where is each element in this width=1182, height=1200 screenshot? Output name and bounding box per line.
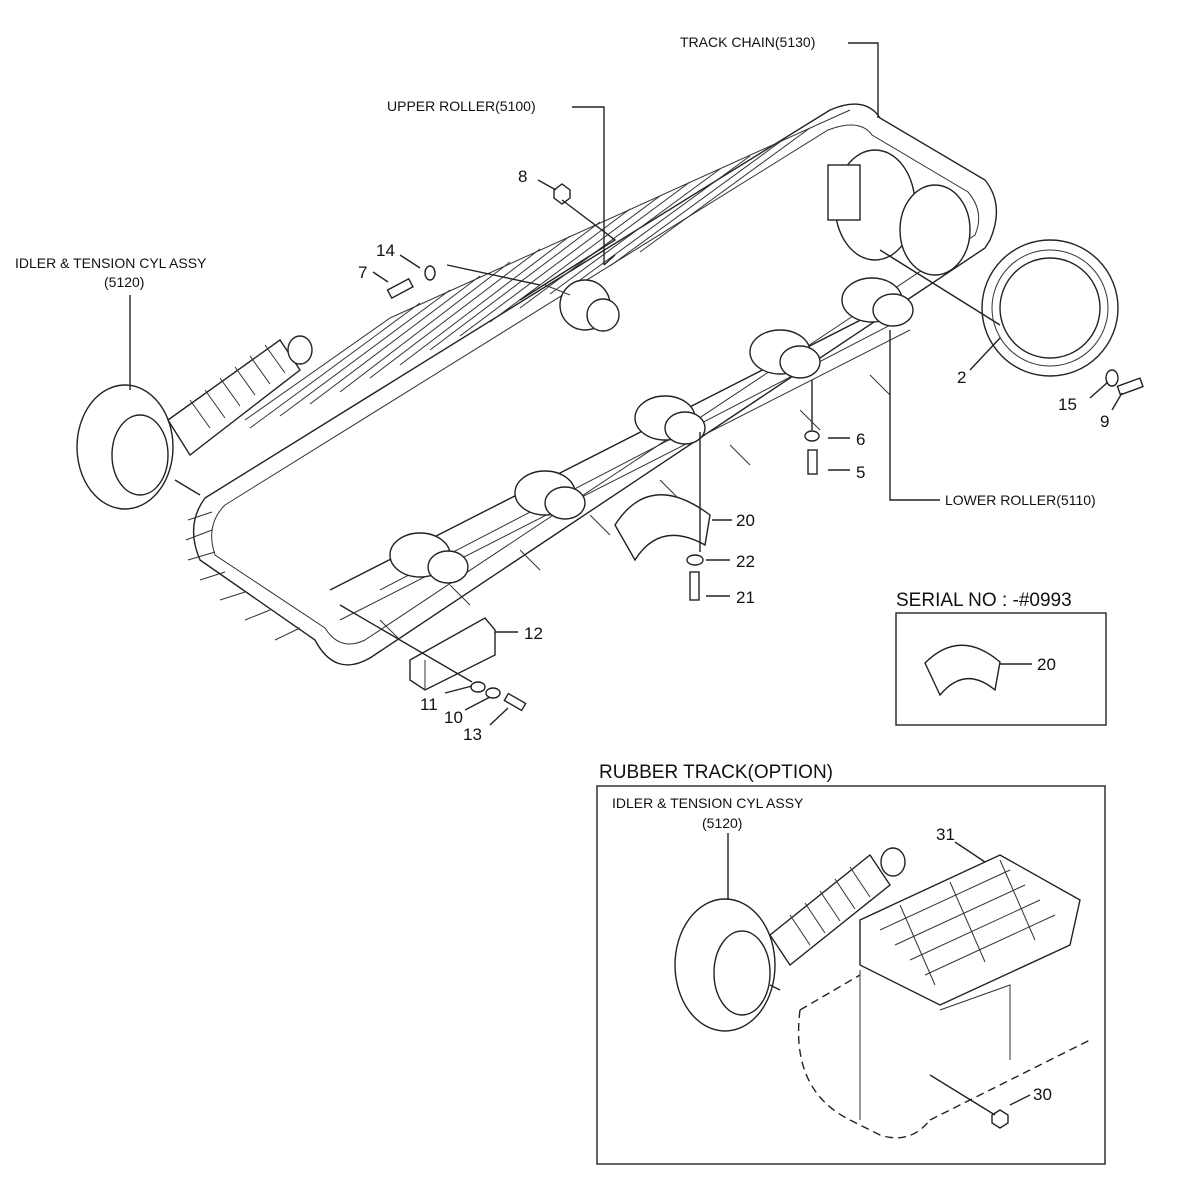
part-numbers: 2 5 6 7 8 9 10 11 12 13 14 15 20 20 21 2… — [358, 167, 1109, 1104]
callout-labels: TRACK CHAIN(5130) UPPER ROLLER(5100) IDL… — [15, 34, 1096, 831]
label-serial-no: SERIAL NO : -#0993 — [896, 590, 1072, 611]
serial-no-box — [895, 612, 1107, 726]
label-rt-idler-code: (5120) — [702, 815, 742, 831]
part-number-6: 6 — [856, 430, 865, 449]
part-number-8: 8 — [518, 167, 527, 186]
drive-motor-drawing — [827, 149, 971, 276]
idler-tension-cylinder-drawing — [76, 335, 313, 510]
part-number-21: 21 — [736, 588, 755, 607]
part-number-30: 30 — [1033, 1085, 1052, 1104]
part-number-14: 14 — [376, 241, 395, 260]
track-guard-drawing — [614, 494, 711, 562]
bracket-drawing — [409, 617, 496, 691]
part-number-11: 11 — [420, 695, 438, 714]
rubber-track-box — [596, 785, 1106, 1165]
part-number-10: 10 — [444, 708, 463, 727]
sprocket-drawing — [981, 239, 1119, 377]
part-number-13: 13 — [463, 725, 482, 744]
label-rt-idler-assy: IDLER & TENSION CYL ASSY — [612, 795, 804, 811]
part-number-7: 7 — [358, 263, 367, 282]
label-upper-roller: UPPER ROLLER(5100) — [387, 98, 536, 114]
lower-rollers-drawing — [389, 277, 914, 584]
part-number-20-serial: 20 — [1037, 655, 1056, 674]
label-idler-assy: IDLER & TENSION CYL ASSY — [15, 255, 207, 271]
upper-roller-drawing — [544, 279, 620, 332]
part-number-22: 22 — [736, 552, 755, 571]
label-rubber-track: RUBBER TRACK(OPTION) — [599, 762, 833, 783]
label-track-chain: TRACK CHAIN(5130) — [680, 34, 815, 50]
label-idler-code: (5120) — [104, 274, 144, 290]
leader-lines — [129, 42, 1123, 726]
part-number-5: 5 — [856, 463, 865, 482]
label-lower-roller: LOWER ROLLER(5110) — [945, 492, 1096, 508]
part-number-15: 15 — [1058, 395, 1077, 414]
part-number-20: 20 — [736, 511, 755, 530]
part-number-12: 12 — [524, 624, 543, 643]
part-number-31: 31 — [936, 825, 955, 844]
part-number-2: 2 — [957, 368, 966, 387]
part-number-9: 9 — [1100, 412, 1109, 431]
fasteners-drawing — [386, 183, 1144, 712]
